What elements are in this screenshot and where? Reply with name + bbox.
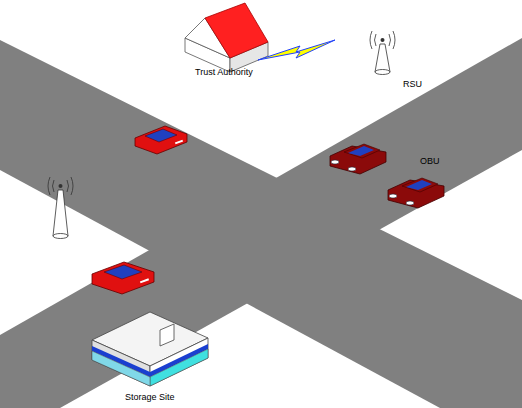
antenna-base <box>375 70 390 75</box>
antenna-base <box>53 234 68 239</box>
car-body <box>135 126 187 154</box>
car-cabin <box>344 144 380 158</box>
roof-hatch <box>160 324 174 346</box>
car <box>92 262 154 294</box>
building-roof <box>205 3 268 58</box>
antenna-mast <box>53 190 68 236</box>
car-window <box>348 146 374 156</box>
car-light <box>406 201 414 205</box>
component-label: Trust Authority <box>195 67 253 78</box>
car-light <box>389 194 397 198</box>
car <box>135 126 187 154</box>
car-light <box>331 160 339 164</box>
building-wall <box>150 338 208 386</box>
car-window <box>406 180 432 190</box>
antenna-mast <box>375 44 390 72</box>
rsu-antenna <box>370 31 395 75</box>
car-cabin <box>104 265 142 279</box>
antenna-head <box>381 38 385 42</box>
antenna-waves <box>370 31 395 49</box>
car <box>330 144 386 174</box>
car-cabin <box>145 129 177 142</box>
antenna-waves <box>48 177 73 195</box>
car-body <box>92 262 154 294</box>
component-label: Storage Site <box>125 392 175 403</box>
component-label: RSU <box>403 79 422 90</box>
storage-site-building <box>92 312 208 386</box>
wireless-link <box>258 40 335 60</box>
building-base <box>150 349 208 386</box>
car-light <box>348 167 356 171</box>
trust-authority-building <box>185 3 268 72</box>
car-light <box>140 278 149 283</box>
building-wall <box>92 340 150 386</box>
rsu-antenna <box>48 177 73 239</box>
car-light <box>175 140 183 145</box>
car <box>388 178 444 208</box>
road <box>0 38 522 408</box>
component-label: OBU <box>420 156 440 167</box>
building-base <box>92 351 150 386</box>
antenna-head <box>59 184 63 188</box>
car-cabin <box>402 178 438 192</box>
